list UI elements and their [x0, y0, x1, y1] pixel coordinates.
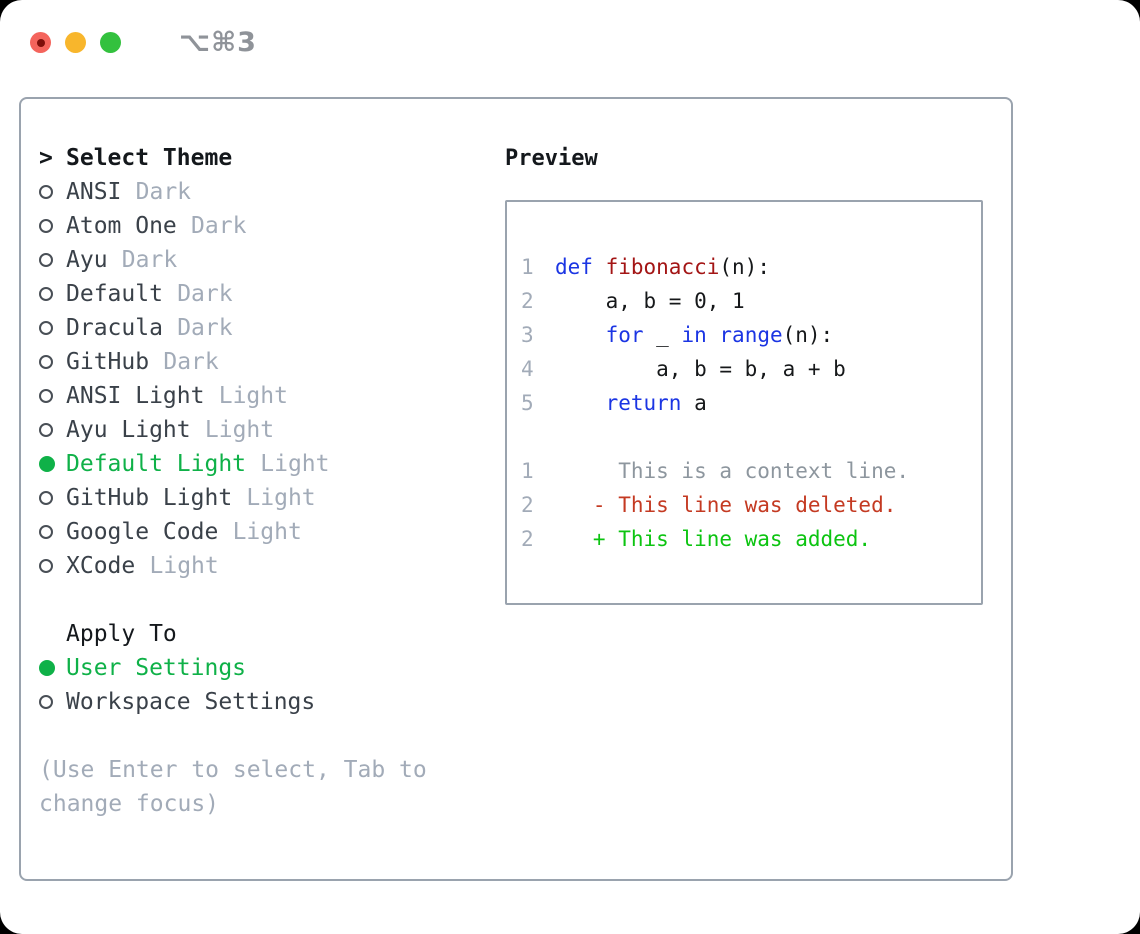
theme-option-name: Default Light: [66, 451, 247, 477]
radio-icon: [39, 491, 66, 505]
apply-option[interactable]: Workspace Settings: [39, 685, 487, 719]
theme-option[interactable]: GitHub Dark: [39, 345, 487, 379]
line-number: 2: [521, 289, 534, 313]
theme-option-tag: Dark: [135, 179, 192, 205]
radio-icon: [39, 695, 66, 709]
minimize-button[interactable]: [65, 32, 86, 53]
line-number: 2: [521, 527, 534, 551]
selection-arrow-icon: >: [39, 145, 53, 171]
diff-text: This is a context line.: [555, 459, 910, 483]
theme-option-name: Ayu Light: [66, 417, 191, 443]
line-number: 4: [521, 357, 534, 381]
theme-option-name: Dracula: [66, 315, 163, 341]
theme-option-name: Default: [66, 281, 163, 307]
help-text: (Use Enter to select, Tab to change focu…: [39, 757, 427, 817]
theme-option-name: XCode: [66, 553, 136, 579]
theme-option[interactable]: Google Code Light: [39, 515, 487, 549]
code-line: 4 a, b = b, a + b: [521, 352, 981, 386]
zoom-button[interactable]: [100, 32, 121, 53]
theme-option-tag: Light: [204, 417, 275, 443]
titlebar: ⌥⌘3: [30, 27, 257, 58]
theme-option-tag: Dark: [163, 349, 219, 375]
radio-icon: [39, 253, 66, 267]
theme-option[interactable]: Default Light Light: [39, 447, 487, 481]
theme-option-tag: Light: [232, 519, 302, 545]
apply-to-header: Apply To: [39, 617, 487, 651]
apply-option[interactable]: User Settings: [39, 651, 487, 685]
close-button[interactable]: [30, 32, 51, 53]
diff-text: - This line was deleted.: [555, 493, 897, 517]
diff-line: 2 + This line was added.: [521, 522, 981, 556]
theme-select-title: Select Theme: [66, 145, 233, 171]
radio-icon: [39, 559, 66, 573]
theme-select-header: > Select Theme: [39, 141, 487, 175]
radio-icon: [39, 355, 66, 369]
radio-icon: [39, 287, 66, 301]
theme-option-tag: Light: [246, 485, 316, 511]
theme-option-tag: Light: [149, 553, 219, 579]
diff-text: + This line was added.: [555, 527, 872, 551]
theme-option-tag: Light: [260, 451, 330, 477]
theme-option-name: ANSI Light: [66, 383, 205, 409]
theme-option-tag: Light: [218, 383, 288, 409]
theme-option[interactable]: GitHub Light Light: [39, 481, 487, 515]
apply-option-name: User Settings: [66, 655, 247, 681]
line-number: 1: [521, 459, 534, 483]
theme-option-name: Atom One: [66, 213, 177, 239]
theme-option-tag: Dark: [177, 315, 233, 341]
theme-option-name: GitHub Light: [66, 485, 233, 511]
apply-to-title: Apply To: [66, 621, 177, 647]
radio-icon: [39, 219, 66, 233]
theme-option[interactable]: Default Dark: [39, 277, 487, 311]
theme-option-tag: Dark: [191, 213, 247, 239]
diff-line: 2 - This line was deleted.: [521, 488, 981, 522]
radio-icon: [39, 389, 66, 403]
code-text: return a: [605, 391, 707, 415]
theme-option-name: Ayu: [66, 247, 108, 273]
code-line: 5 return a: [521, 386, 981, 420]
code-line: 3 for _ in range(n):: [521, 318, 981, 352]
line-number: 5: [521, 391, 534, 415]
radio-selected-icon: [39, 660, 66, 676]
window-title-shortcut: ⌥⌘3: [179, 27, 257, 58]
theme-option[interactable]: Ayu Light Light: [39, 413, 487, 447]
code-text: def fibonacci(n):: [555, 255, 770, 279]
code-text: a, b = b, a + b: [555, 357, 846, 381]
radio-icon: [39, 185, 66, 199]
line-number: 3: [521, 323, 534, 347]
diff-line: 1 This is a context line.: [521, 454, 981, 488]
radio-icon: [39, 321, 66, 335]
theme-option-tag: Dark: [177, 281, 233, 307]
theme-option[interactable]: ANSI Dark: [39, 175, 487, 209]
apply-option-name: Workspace Settings: [66, 689, 316, 715]
code-line: 2 a, b = 0, 1: [521, 284, 981, 318]
radio-icon: [39, 423, 66, 437]
theme-option-name: Google Code: [66, 519, 219, 545]
theme-option-tag: Dark: [121, 247, 178, 273]
radio-selected-icon: [39, 456, 66, 472]
preview-title: Preview: [505, 145, 598, 171]
diff-block: 1 This is a context line.2 - This line w…: [521, 454, 981, 556]
code-text: for _ in range(n):: [605, 323, 834, 347]
theme-option[interactable]: XCode Light: [39, 549, 487, 583]
theme-option[interactable]: ANSI Light Light: [39, 379, 487, 413]
theme-option-name: GitHub: [66, 349, 150, 375]
line-number: 1: [521, 255, 534, 279]
radio-icon: [39, 525, 66, 539]
line-number: 2: [521, 493, 534, 517]
code-text: a, b = 0, 1: [555, 289, 745, 313]
theme-option-name: ANSI: [66, 179, 122, 205]
code-line: 1 def fibonacci(n):: [521, 250, 981, 284]
theme-option[interactable]: Ayu Dark: [39, 243, 487, 277]
theme-option[interactable]: Dracula Dark: [39, 311, 487, 345]
theme-option[interactable]: Atom One Dark: [39, 209, 487, 243]
